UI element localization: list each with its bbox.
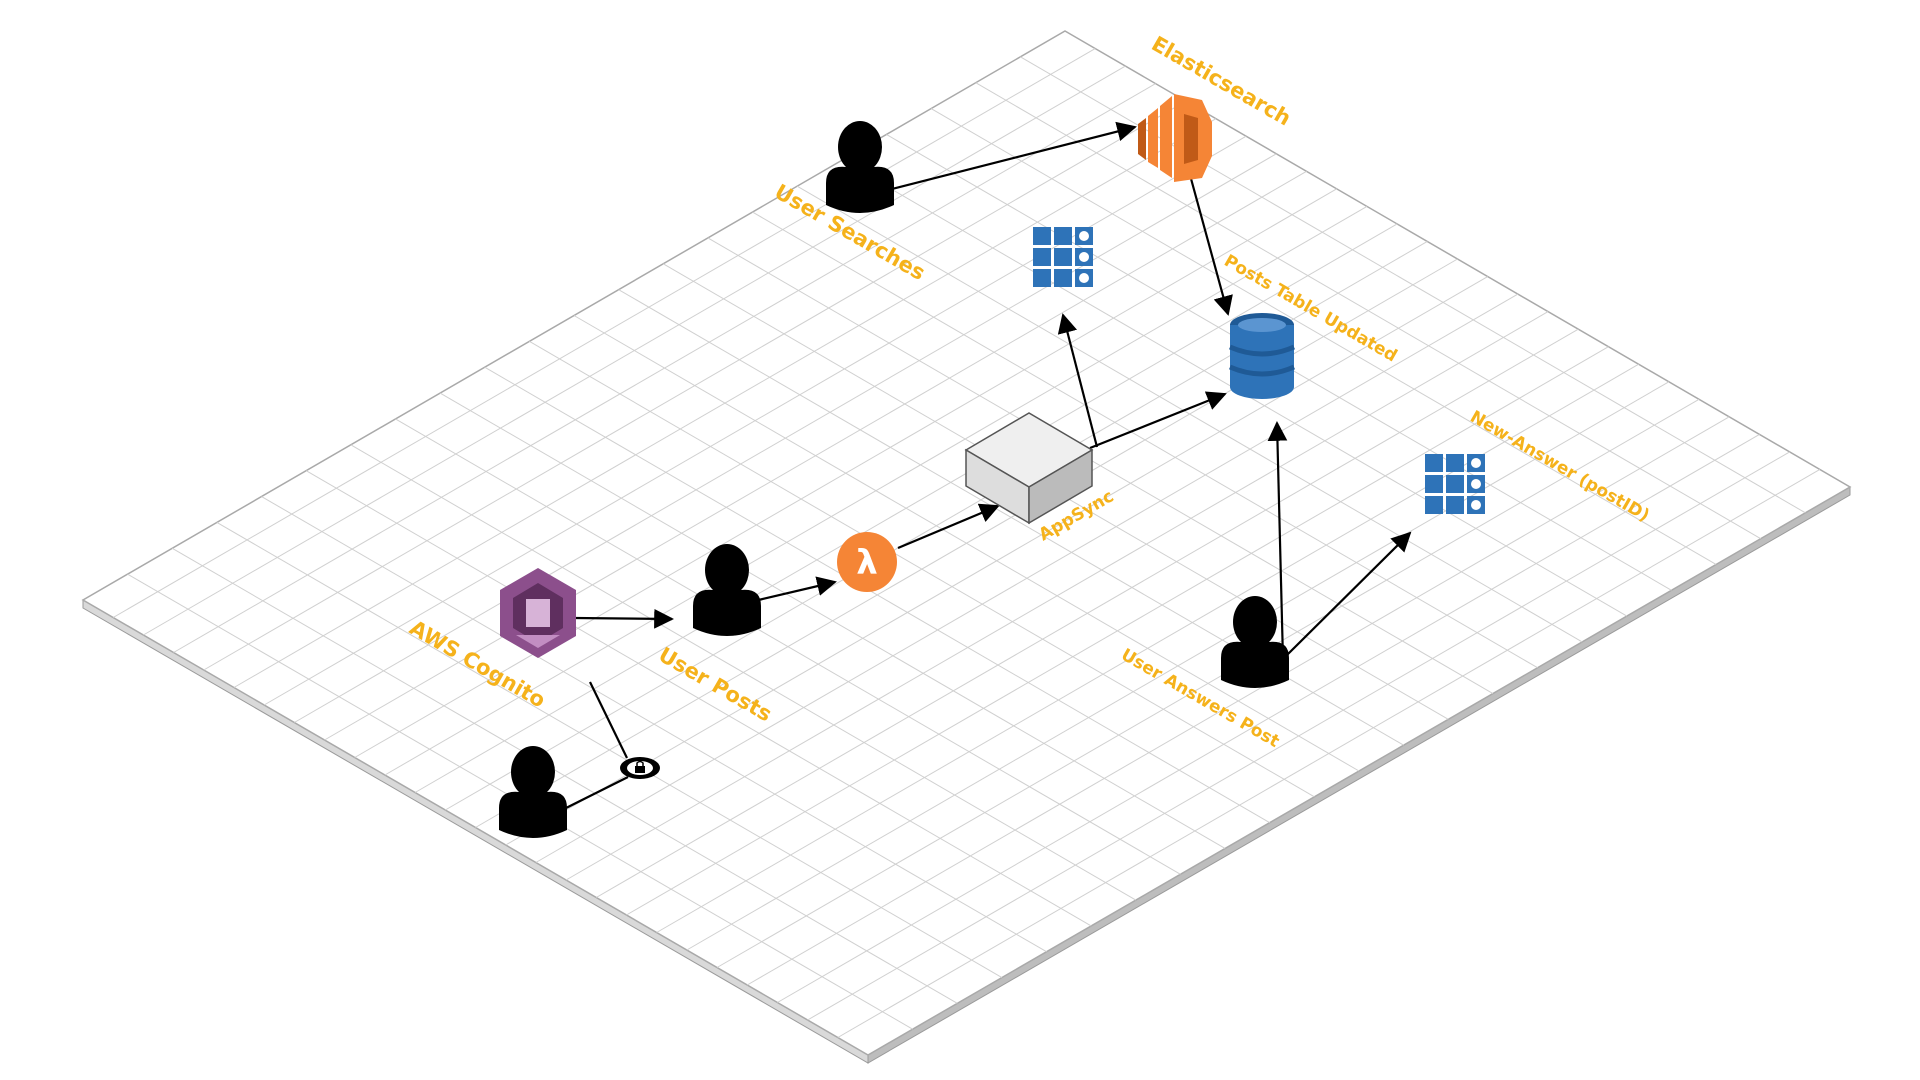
svg-text:λ: λ: [856, 543, 878, 583]
edge-cognito-to-lock: [589, 681, 628, 759]
grid-line: [707, 237, 1494, 694]
grid-line: [305, 470, 1092, 927]
grid-line: [261, 496, 1047, 953]
grid-line: [484, 366, 1270, 824]
edge-lambda-to-appsync: [897, 503, 1000, 550]
connections: [561, 121, 1412, 811]
elasticsearch-icon: [1138, 94, 1212, 182]
grid-line: [216, 521, 1003, 978]
grid-line: [752, 211, 1538, 669]
edge-user-searches-to-elasticsearch: [887, 121, 1137, 192]
grid-line: [439, 392, 1226, 849]
isometric-grid-platform: [81, 30, 1852, 1064]
grid-line: [350, 444, 1137, 901]
edge-elasticsearch-to-dynamodb: [1188, 174, 1233, 316]
dynamodb-table-icon: [1228, 313, 1296, 399]
subscription-table-icon-right: [1425, 454, 1485, 514]
grid-line: [930, 108, 1717, 565]
grid-line: [529, 340, 1315, 798]
appsync-cube-icon: [964, 412, 1094, 525]
grid-line: [796, 185, 1583, 643]
subscription-table-icon-top: [1033, 227, 1093, 287]
grid-line: [573, 315, 1360, 772]
edge-lock-to-user: [561, 776, 629, 811]
edge-appsync-to-subscription: [1057, 313, 1099, 448]
edge-user-posts-to-lambda: [749, 576, 837, 604]
edge-cognito-to-user-posts: [574, 608, 674, 629]
edge-appsync-to-dynamodb: [1089, 391, 1227, 450]
lock-icon: [620, 757, 660, 779]
grid-line: [172, 547, 958, 1004]
edge-user-answers-to-subscription: [1286, 531, 1412, 656]
cognito-icon: [500, 568, 576, 658]
grid-line: [975, 82, 1761, 540]
grid-line: [395, 418, 1181, 875]
lambda-icon: λ: [837, 532, 897, 592]
edge-user-answers-to-dynamodb: [1267, 421, 1288, 661]
